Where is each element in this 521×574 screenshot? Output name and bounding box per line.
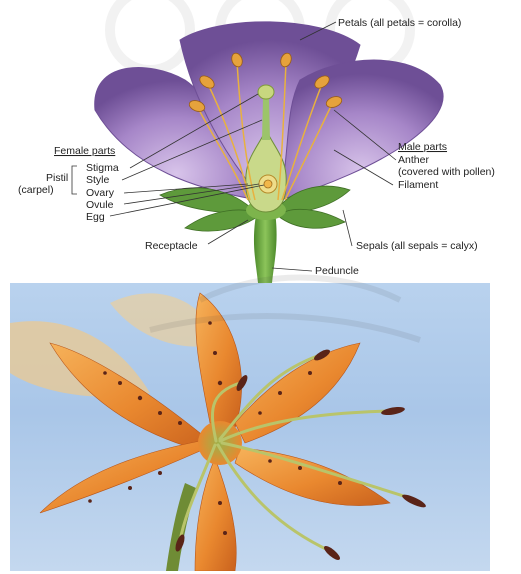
label-peduncle: Peduncle [315,265,359,277]
label-filament: Filament [398,179,438,191]
label-anther-note: (covered with pollen) [398,166,495,178]
label-receptacle: Receptacle [145,240,198,252]
style-shape [262,98,270,140]
egg-shape [264,180,272,188]
label-stigma: Stigma [86,162,119,174]
label-anther: Anther [398,154,429,166]
lily-illustration [10,283,490,571]
label-ovule: Ovule [86,199,114,211]
label-sepals: Sepals (all sepals = calyx) [356,240,478,252]
label-male-parts: Male parts [398,141,447,153]
flower-diagram: Petals (all petals = corolla) Female par… [0,0,521,283]
lily-photo [10,283,490,571]
label-style: Style [86,174,110,186]
label-ovary: Ovary [86,187,115,199]
label-petals: Petals (all petals = corolla) [338,17,461,29]
label-female-parts: Female parts [54,145,115,157]
stigma-shape [258,85,274,99]
label-pistil: Pistil [46,172,68,184]
label-egg: Egg [86,211,105,223]
label-carpel: (carpel) [18,184,54,196]
